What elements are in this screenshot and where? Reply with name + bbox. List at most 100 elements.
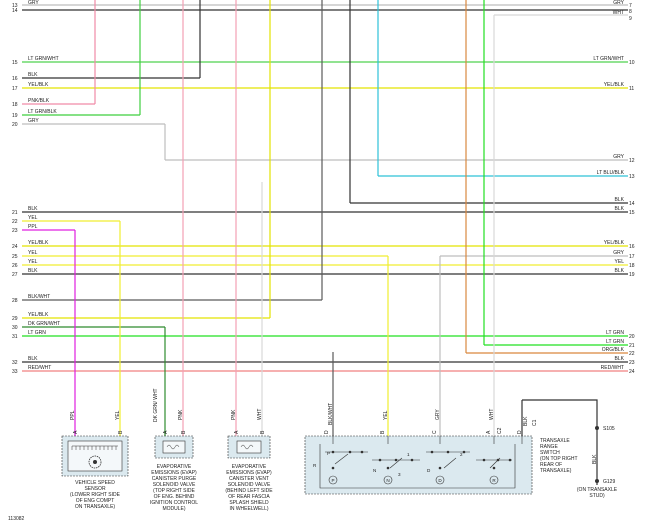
left-label-25: YEL — [28, 250, 38, 256]
right-label-13: LT BLU/BLK — [597, 170, 625, 176]
vent-coil-winding — [240, 444, 254, 450]
vss-gear-hub — [93, 460, 97, 464]
right-label-20: LT GRN — [606, 330, 624, 336]
right-label-19: BLK — [615, 268, 625, 274]
right-label-15: BLK — [615, 206, 625, 212]
trs-circle-p: P — [331, 478, 334, 483]
purge-caption-line-4: SOLENOID VALVE — [153, 482, 196, 488]
ground-caption-line-1: (ON TRANSAXLE — [577, 487, 618, 493]
left-label-32: BLK — [28, 356, 38, 362]
vss-caption-line-1: VEHICLE SPEED — [75, 480, 115, 486]
left-num-16: 16 — [12, 76, 18, 82]
left-num-18: 18 — [12, 102, 18, 108]
left-label-31: LT GRN — [28, 330, 46, 336]
vent-pin-b-color: WHT — [257, 409, 263, 420]
right-label-17: GRY — [613, 250, 624, 256]
purge-caption-line-1: EVAPORATIVE — [157, 464, 192, 470]
left-label-21: BLK — [28, 206, 38, 212]
right-num-19: 19 — [629, 272, 635, 278]
right-label-7: GRY — [613, 0, 624, 6]
left-num-31: 31 — [12, 334, 18, 340]
right-num-15: 15 — [629, 210, 635, 216]
left-label-30: DK GRN/WHT — [28, 321, 60, 327]
vent-caption-line-4: SOLENOID VALVE — [228, 482, 271, 488]
trs-pin-c2-letter: C2 — [497, 427, 503, 434]
right-num-11: 11 — [629, 86, 634, 92]
vss-coil — [71, 445, 118, 450]
trs-pin-c-letter: C — [432, 430, 438, 434]
vehicle-speed-sensor: PPL YEL A B VEHICLE SPEED SENSOR (LOWER … — [61, 410, 129, 510]
ground-g129-label: G129 — [603, 479, 615, 485]
right-num-9: 9 — [629, 16, 632, 22]
right-num-20: 20 — [629, 334, 635, 340]
trs-pos-2: 2 — [460, 452, 463, 457]
right-label-10: LT GRN/WHT — [593, 56, 624, 62]
transaxle-range-switch: BLK/WHT YEL GRY WHT BLK D B C A C2 D C1 — [304, 403, 578, 495]
purge-pin-a-letter: A — [163, 430, 169, 434]
right-label-8: WHT — [613, 10, 624, 16]
left-label-17: YEL/BLK — [28, 82, 49, 88]
right-num-16: 16 — [629, 244, 635, 250]
vent-caption-line-2: EMISSIONS (EVAP) — [226, 470, 272, 476]
left-num-23: 23 — [12, 228, 18, 234]
right-num-24: 24 — [629, 369, 635, 375]
evap-vent-solenoid: PNK WHT A B EVAPORATIVE EMISSIONS (EVAP)… — [225, 409, 273, 512]
trs-circle-n: N — [386, 478, 389, 483]
trs-pin-a-letter: A — [486, 430, 492, 434]
vss-caption-line-5: ON TRANSAXLE) — [75, 504, 116, 510]
ground-wire-color: BLK — [592, 454, 598, 464]
left-label-33: RED/WHT — [28, 365, 51, 371]
left-num-14: 14 — [12, 8, 18, 14]
wire-blk-ground — [522, 399, 598, 485]
trs-pin-c1-letter: C1 — [532, 419, 538, 426]
vss-pin-b-letter: B — [118, 430, 124, 434]
vss-pin-a-color: PPL — [70, 410, 76, 420]
right-num-7: 7 — [629, 3, 632, 9]
left-num-25: 25 — [12, 254, 18, 260]
trs-caption-line-1: TRANSAXLE — [540, 438, 570, 444]
left-label-26: YEL — [28, 259, 38, 265]
left-label-20: GRY — [28, 118, 39, 124]
trs-caption-line-5: REAR OF — [540, 462, 562, 468]
left-num-19: 19 — [12, 113, 18, 119]
left-label-16: BLK — [28, 72, 38, 78]
right-label-22: ORG/BLK — [602, 347, 625, 353]
left-num-29: 29 — [12, 316, 18, 322]
trs-pos-3: 3 — [398, 472, 401, 477]
trs-pin-a-color: WHT — [489, 409, 495, 420]
splice-s105-label: S105 — [603, 426, 615, 432]
trs-pin-d-color: BLK/WHT — [328, 403, 334, 425]
trs-pos-1: 1 — [407, 452, 410, 457]
vent-caption-line-3: CANISTER VENT — [229, 476, 269, 482]
trs-pos-d: D — [427, 468, 431, 473]
right-label-18: YEL — [615, 259, 625, 265]
vent-caption-line-8: IN WHEELWELL) — [229, 506, 268, 512]
purge-pin-b-letter: B — [181, 430, 187, 434]
left-label-24: YEL/BLK — [28, 240, 49, 246]
trs-caption-line-2: RANGE — [540, 444, 558, 450]
left-label-27: BLK — [28, 268, 38, 274]
left-label-28: BLK/WHT — [28, 294, 50, 300]
left-num-13: 13 — [12, 3, 18, 9]
trs-body — [304, 435, 533, 495]
ground-g129-dot — [595, 479, 599, 483]
left-num-22: 22 — [12, 219, 18, 225]
purge-coil — [162, 440, 186, 454]
trs-pos-n: N — [373, 468, 376, 473]
evap-purge-solenoid: DK GRN/ WHT PNK A B EVAPORATIVE EMISSION… — [150, 388, 198, 512]
trs-position-labels: P R N D 1 2 3 — [313, 451, 463, 477]
purge-pin-b-color: PNK — [178, 409, 184, 420]
purge-caption-line-7: IGNITION CONTROL — [150, 500, 198, 506]
right-num-18: 18 — [629, 263, 635, 269]
right-label-23: BLK — [615, 356, 625, 362]
trs-pin-b-color: YEL — [383, 410, 389, 420]
right-label-11: YEL/BLK — [604, 82, 625, 88]
trs-pin-c-color: GRY — [435, 409, 441, 420]
trs-pin-d2-letter: D — [517, 430, 523, 434]
trs-circle-d: D — [438, 478, 442, 483]
vent-pin-a-letter: A — [234, 430, 240, 434]
purge-caption-line-6: OF ENG. BEHIND — [154, 494, 195, 500]
vent-caption-line-1: EVAPORATIVE — [232, 464, 267, 470]
splice-s105-dot — [595, 426, 599, 430]
